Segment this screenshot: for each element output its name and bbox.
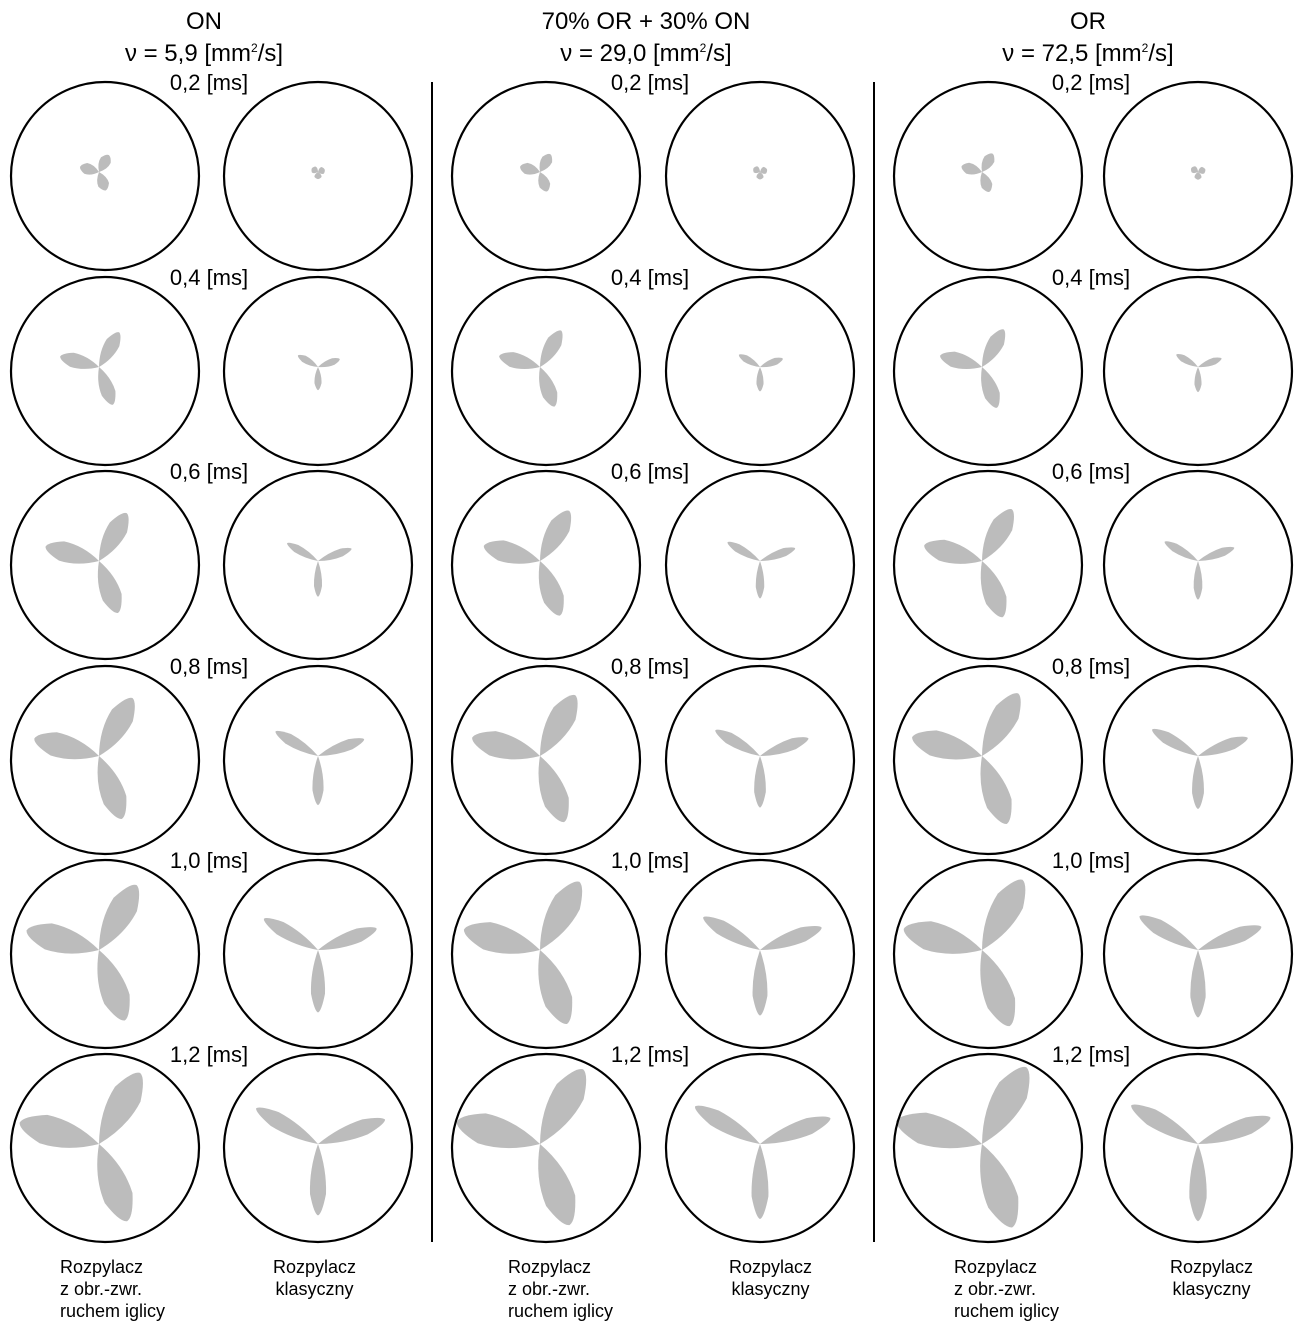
time-label: 0,4 [ms]	[1052, 265, 1130, 290]
time-label: 0,6 [ms]	[170, 459, 248, 484]
time-label: 1,0 [ms]	[170, 848, 248, 873]
spray-image-on-classic-3	[224, 471, 412, 659]
spray-image-or-classic-2	[1104, 277, 1292, 465]
time-label: 0,6 [ms]	[611, 459, 689, 484]
time-label: 0,6 [ms]	[1052, 459, 1130, 484]
time-label: 0,4 [ms]	[170, 265, 248, 290]
time-label: 1,2 [ms]	[611, 1042, 689, 1067]
spray-image-on-rotary-2	[11, 277, 199, 465]
time-label: 0,8 [ms]	[1052, 654, 1130, 679]
column-title: 70% OR + 30% ON	[446, 6, 846, 38]
time-label: 0,2 [ms]	[170, 70, 248, 95]
spray-image-mix-rotary-3	[452, 471, 640, 659]
spray-image-mix-rotary-5	[452, 860, 640, 1048]
spray-image-on-rotary-3	[11, 471, 199, 659]
spray-image-or-rotary-4	[894, 666, 1082, 854]
spray-image-on-classic-6	[224, 1054, 412, 1242]
spray-image-mix-classic-6	[666, 1054, 854, 1242]
spray-image-or-rotary-5	[894, 860, 1082, 1048]
spray-image-or-classic-1	[1104, 82, 1292, 270]
time-label: 0,4 [ms]	[611, 265, 689, 290]
spray-image-mix-classic-4	[666, 666, 854, 854]
spray-image-mix-classic-5	[666, 860, 854, 1048]
column-header-on: ON ν = 5,9 [mm2/s]	[4, 6, 404, 70]
spray-image-or-rotary-2	[894, 277, 1082, 465]
time-label: 1,2 [ms]	[1052, 1042, 1130, 1067]
spray-image-on-classic-2	[224, 277, 412, 465]
time-label: 0,2 [ms]	[1052, 70, 1130, 95]
spray-image-mix-rotary-1	[452, 82, 640, 270]
viscosity-label: ν = 72,5 [mm2/s]	[888, 38, 1288, 70]
time-label: 1,2 [ms]	[170, 1042, 248, 1067]
time-label: 0,8 [ms]	[611, 654, 689, 679]
spray-image-on-classic-4	[224, 666, 412, 854]
viscosity-label: ν = 29,0 [mm2/s]	[446, 38, 846, 70]
spray-image-or-classic-3	[1104, 471, 1292, 659]
column-title: ON	[4, 6, 404, 38]
spray-image-or-classic-4	[1104, 666, 1292, 854]
column-header-mix: 70% OR + 30% ON ν = 29,0 [mm2/s]	[446, 6, 846, 70]
spray-image-mix-rotary-2	[452, 277, 640, 465]
spray-image-mix-rotary-4	[452, 666, 640, 854]
spray-image-on-rotary-6	[11, 1054, 199, 1242]
viscosity-label: ν = 5,9 [mm2/s]	[4, 38, 404, 70]
spray-image-on-rotary-4	[11, 666, 199, 854]
spray-image-mix-classic-2	[666, 277, 854, 465]
spray-image-on-rotary-5	[11, 860, 199, 1048]
spray-image-on-rotary-1	[11, 82, 199, 270]
time-label: 1,0 [ms]	[1052, 848, 1130, 873]
time-label: 0,8 [ms]	[170, 654, 248, 679]
time-label: 0,2 [ms]	[611, 70, 689, 95]
spray-image-mix-classic-3	[666, 471, 854, 659]
spray-image-or-rotary-3	[894, 471, 1082, 659]
column-title: OR	[888, 6, 1288, 38]
spray-image-on-classic-5	[224, 860, 412, 1048]
spray-image-or-rotary-6	[894, 1054, 1082, 1242]
spray-image-on-classic-1	[224, 82, 412, 270]
spray-image-or-rotary-1	[894, 82, 1082, 270]
time-label: 1,0 [ms]	[611, 848, 689, 873]
column-header-or: OR ν = 72,5 [mm2/s]	[888, 6, 1288, 70]
spray-image-mix-rotary-6	[452, 1054, 640, 1242]
spray-image-or-classic-6	[1104, 1054, 1292, 1242]
spray-image-or-classic-5	[1104, 860, 1292, 1048]
spray-image-mix-classic-1	[666, 82, 854, 270]
